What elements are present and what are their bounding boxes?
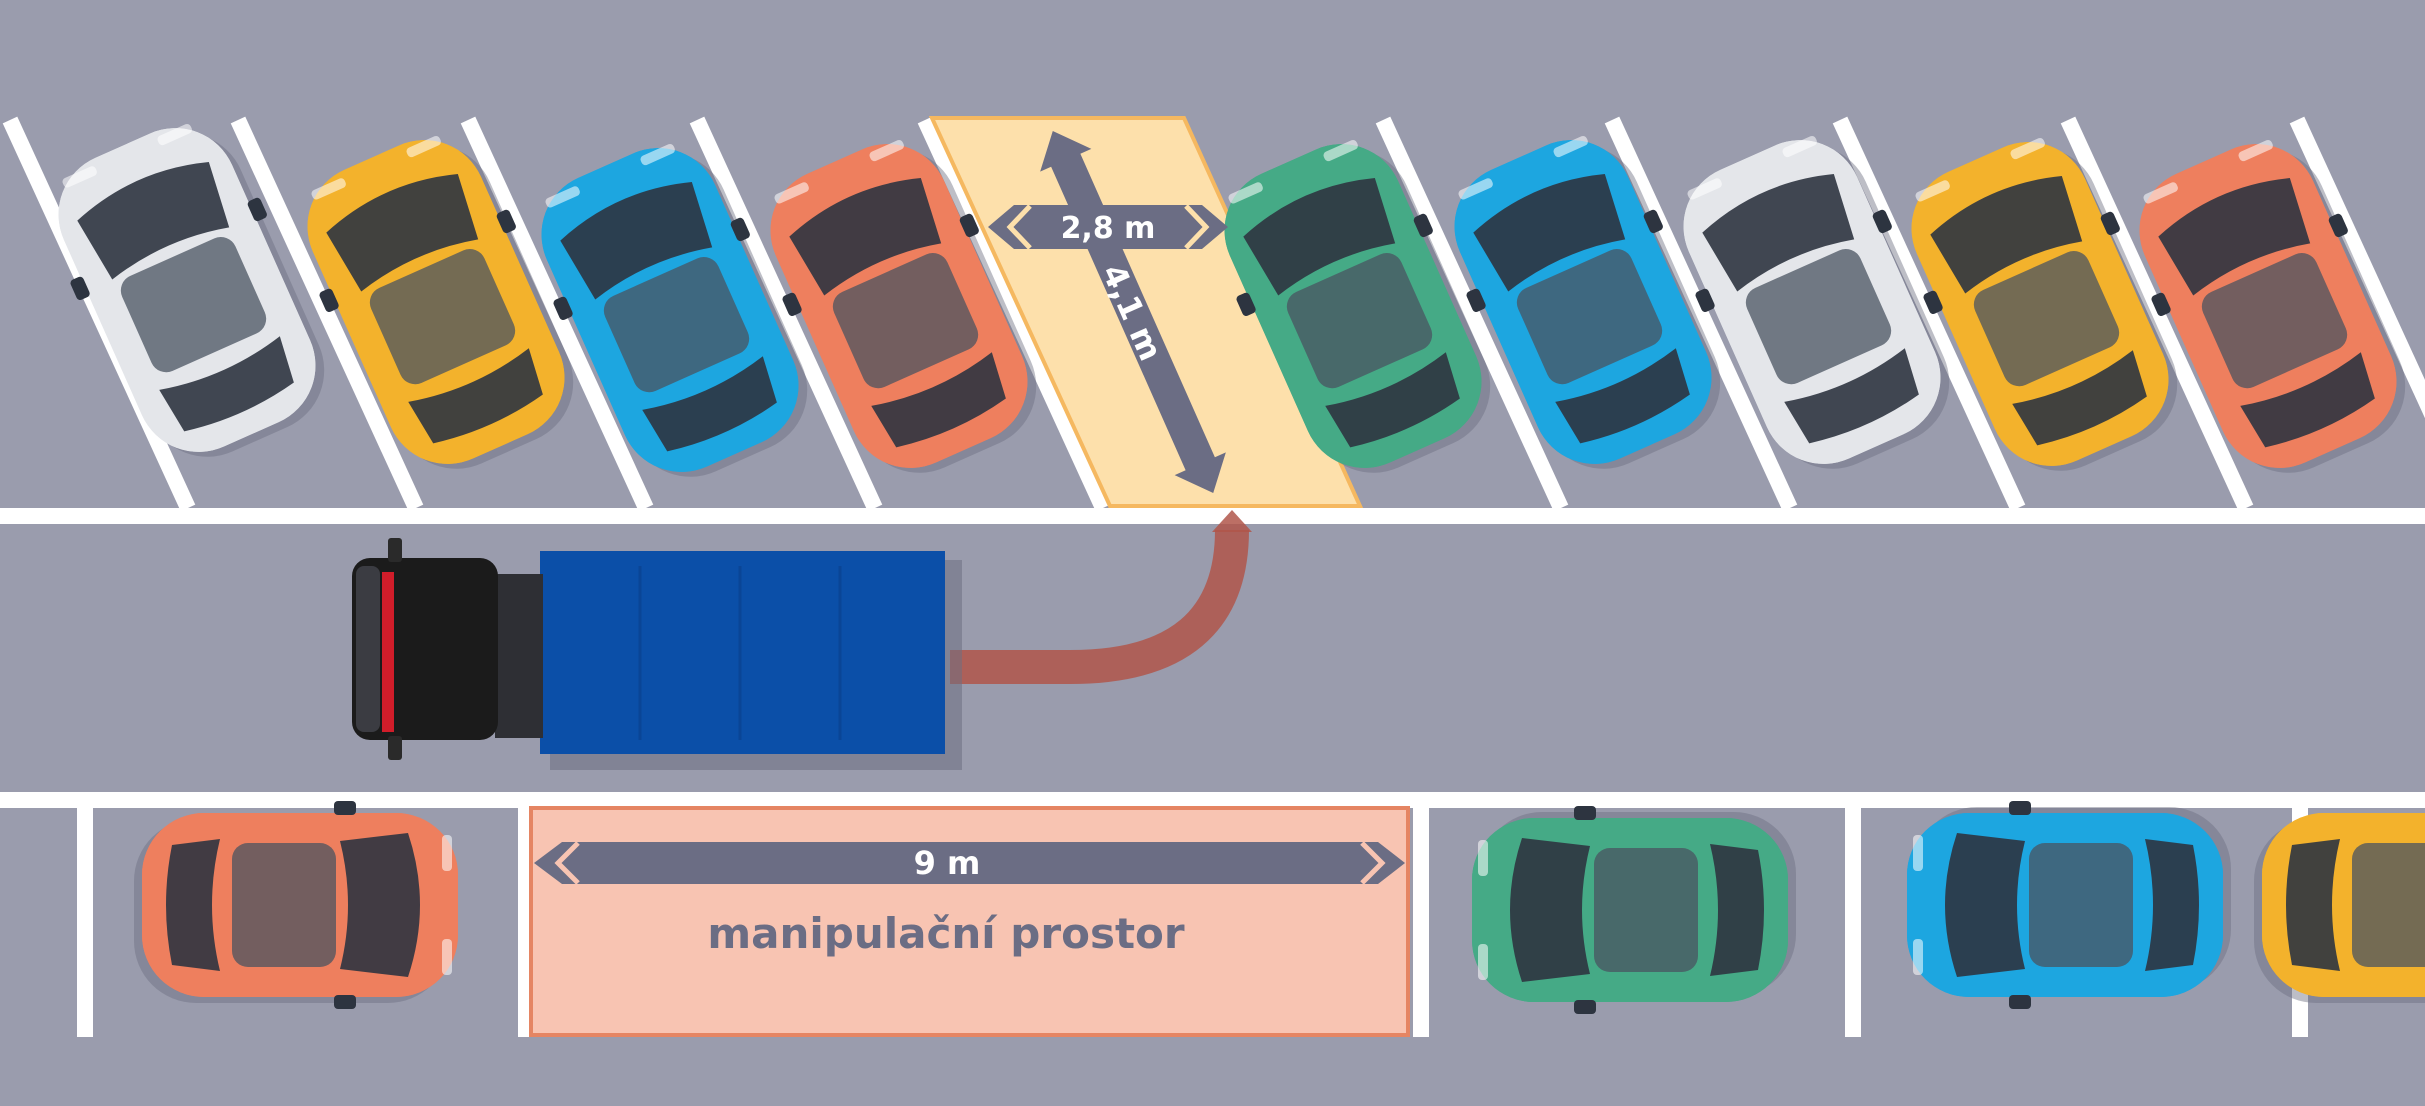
car-blue xyxy=(1423,115,1743,489)
car-yellow-partial xyxy=(2254,801,2425,1009)
lane-line-top xyxy=(0,508,2425,524)
car-white-suv xyxy=(27,103,347,477)
parking-line xyxy=(917,116,1111,512)
parking-line xyxy=(460,116,654,512)
slot-width-label: 2,8 m xyxy=(1061,211,1156,246)
parking-line xyxy=(1604,116,1798,512)
car-orange-sedan xyxy=(134,801,458,1009)
car-white xyxy=(1652,115,1972,489)
truck-path-arrowhead xyxy=(1212,510,1252,532)
parking-line xyxy=(2289,116,2425,419)
top-row-cars xyxy=(27,103,2425,497)
car-yellow xyxy=(276,115,596,489)
car-blue xyxy=(510,123,830,497)
maneuver-area-label: manipulační prostor xyxy=(707,909,1184,958)
delivery-truck xyxy=(352,538,962,770)
maneuver-length-arrow: 9 m xyxy=(534,841,1405,885)
parking-line xyxy=(1832,116,2026,512)
car-green xyxy=(1193,119,1513,493)
parking-line xyxy=(689,116,883,512)
car-green-hatch xyxy=(1472,806,1796,1014)
car-orange xyxy=(739,119,1059,493)
slot-width-arrow: 2,8 m xyxy=(988,204,1228,250)
lane-line-bottom xyxy=(0,792,2425,808)
parking-line xyxy=(2060,116,2254,512)
top-parking-lines xyxy=(2,116,2425,512)
parking-line xyxy=(230,116,424,512)
car-orange xyxy=(2108,119,2425,493)
parking-line xyxy=(1375,116,1569,512)
maneuver-length-label: 9 m xyxy=(914,844,981,882)
truck-path xyxy=(950,529,1249,684)
car-blue-suv xyxy=(1907,801,2231,1009)
car-yellow xyxy=(1880,117,2200,491)
bottom-row-cars xyxy=(134,801,2425,1014)
